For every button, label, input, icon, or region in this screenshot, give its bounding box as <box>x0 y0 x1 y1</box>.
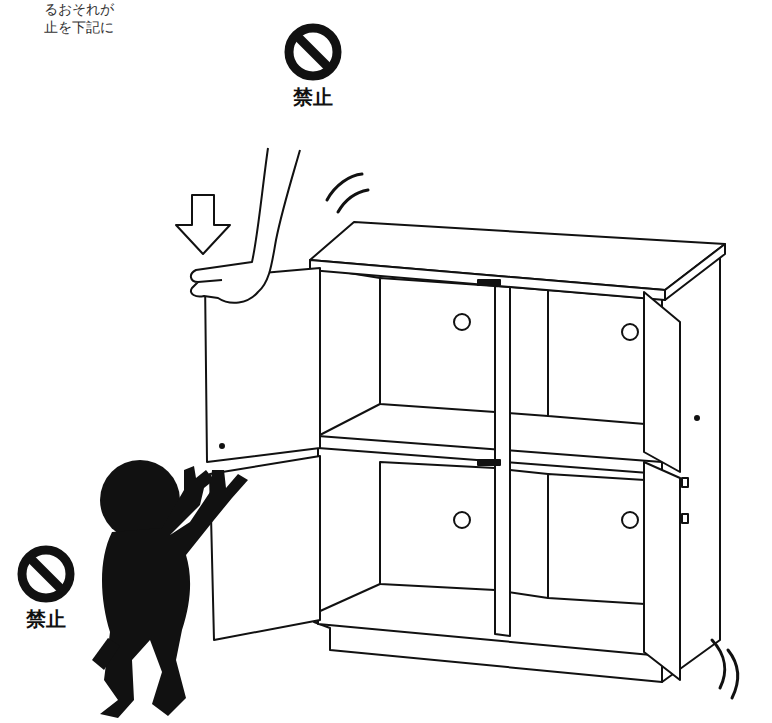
warning-label: 禁止 <box>293 84 333 111</box>
motion-lines <box>327 174 738 698</box>
cabinet <box>205 222 725 682</box>
note-text: 止を下記に <box>44 18 114 36</box>
warning-label: 禁止 <box>26 606 66 633</box>
note-text: るおそれが <box>44 0 114 18</box>
push-arrow <box>176 195 230 254</box>
child-figure <box>92 460 248 718</box>
